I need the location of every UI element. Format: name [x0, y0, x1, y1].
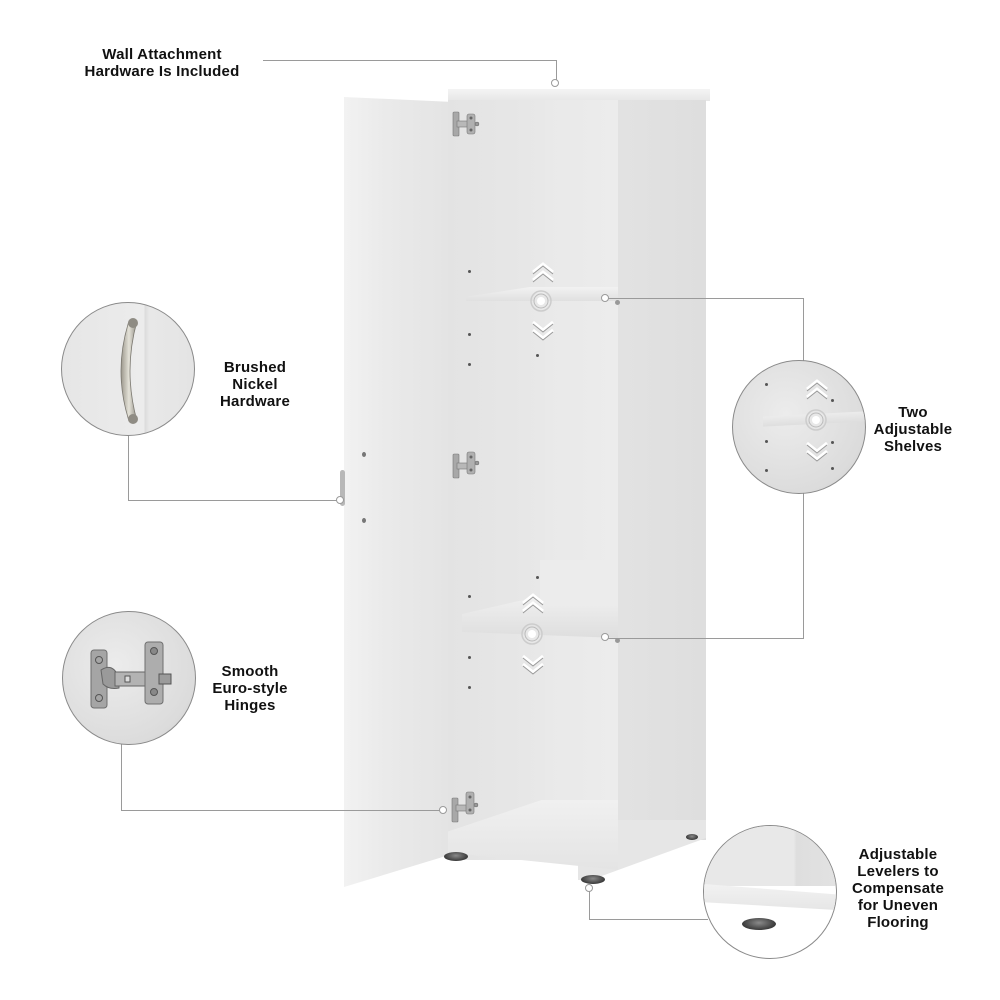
- shelf-pin-hole: [831, 441, 834, 444]
- cabinet-door: [344, 97, 448, 887]
- label-line: Adjustable: [858, 846, 938, 863]
- adjust-down-chevrons-icon: [806, 441, 828, 462]
- callout-anchor-dot: [336, 496, 344, 504]
- shelf-pin-hole: [468, 656, 471, 659]
- shelf-pin-hole: [536, 354, 539, 357]
- leveler-foot-icon: [742, 918, 776, 930]
- label-line: Euro-style: [212, 680, 288, 697]
- leveler-foot: [581, 875, 605, 884]
- zoom-circle-levelers: [703, 825, 837, 959]
- adjust-down-chevrons-icon: [522, 654, 544, 675]
- door-handle-edge: [340, 470, 345, 506]
- callout-label-levelers: Adjustable Levelers to Compensate for Un…: [843, 846, 953, 931]
- shelf-pin-hole: [468, 363, 471, 366]
- callout-label-euro-hinges: Smooth Euro-style Hinges: [205, 663, 295, 714]
- callout-label-brushed-nickel: Brushed Nickel Hardware: [210, 359, 300, 410]
- zoom-circle-shelves: [732, 360, 866, 494]
- cabinet-interior-left: [448, 100, 545, 860]
- shelf-pin-hole: [765, 440, 768, 443]
- cabinet-side-closeup: [704, 826, 836, 886]
- leader-line-wall-attachment: [263, 60, 557, 81]
- label-line: Wall Attachment: [102, 46, 222, 63]
- leader-line-brushed-nickel: [128, 435, 339, 501]
- cabinet-right-side: [618, 100, 706, 840]
- label-line: Compensate: [851, 880, 945, 897]
- label-line: Hardware Is Included: [84, 63, 240, 80]
- shelf-pin-hole: [765, 469, 768, 472]
- shelf-pin-hole: [536, 576, 539, 579]
- shelf-pin-hole: [468, 595, 471, 598]
- label-line: Hinges: [224, 697, 276, 714]
- leveler-foot: [444, 852, 468, 861]
- callout-anchor-dot: [601, 294, 609, 302]
- cabinet-base-closeup: [704, 884, 836, 910]
- adjust-up-chevrons-icon: [532, 262, 554, 283]
- cabinet-top: [448, 89, 710, 101]
- label-line: Flooring: [867, 914, 929, 931]
- label-line: Smooth: [221, 663, 279, 680]
- leveler-foot: [686, 834, 698, 840]
- label-line: Hardware: [220, 393, 290, 410]
- label-line: Adjustable: [873, 421, 953, 438]
- cabinet-interior-back: [545, 100, 618, 820]
- handle-screw-hole: [362, 452, 366, 457]
- euro-hinge-icon: [90, 641, 172, 709]
- zoom-circle-handle: [61, 302, 195, 436]
- shelf-pin-hole: [468, 270, 471, 273]
- hinge-icon: [452, 451, 480, 479]
- callout-anchor-dot: [585, 884, 593, 892]
- label-line: for Uneven: [857, 897, 939, 914]
- zoom-circle-hinge: [62, 611, 196, 745]
- shelf-support-pin: [615, 300, 620, 305]
- adjust-down-chevrons-icon: [532, 320, 554, 341]
- brushed-nickel-handle-icon: [120, 318, 138, 424]
- callout-label-adjustable-shelves: Two Adjustable Shelves: [863, 404, 963, 455]
- callout-anchor-dot: [601, 633, 609, 641]
- callout-anchor-dot: [551, 79, 559, 87]
- shelf-target-icon: [530, 290, 552, 312]
- shelf-target-icon: [521, 623, 543, 645]
- shelf-pin-hole: [468, 333, 471, 336]
- label-line: Two: [898, 404, 928, 421]
- label-line: Levelers to: [857, 863, 939, 880]
- leader-line-levelers: [589, 890, 708, 920]
- label-line: Nickel: [232, 376, 278, 393]
- hinge-icon: [451, 791, 479, 823]
- hinge-icon: [452, 111, 480, 137]
- shelf-pin-hole: [831, 467, 834, 470]
- adjust-up-chevrons-icon: [806, 379, 828, 400]
- shelf-target-icon: [805, 409, 827, 431]
- lower-shelf-back: [540, 560, 618, 605]
- label-line: Shelves: [883, 438, 943, 455]
- handle-screw-hole: [362, 518, 366, 523]
- shelf-pin-hole: [765, 383, 768, 386]
- shelf-pin-hole: [831, 399, 834, 402]
- shelf-support-pin: [615, 638, 620, 643]
- shelf-pin-hole: [468, 686, 471, 689]
- callout-label-wall-attachment: Wall Attachment Hardware Is Included: [70, 46, 254, 80]
- leader-line-euro-hinges: [121, 743, 442, 811]
- callout-anchor-dot: [439, 806, 447, 814]
- adjust-up-chevrons-icon: [522, 593, 544, 614]
- label-line: Brushed: [223, 359, 287, 376]
